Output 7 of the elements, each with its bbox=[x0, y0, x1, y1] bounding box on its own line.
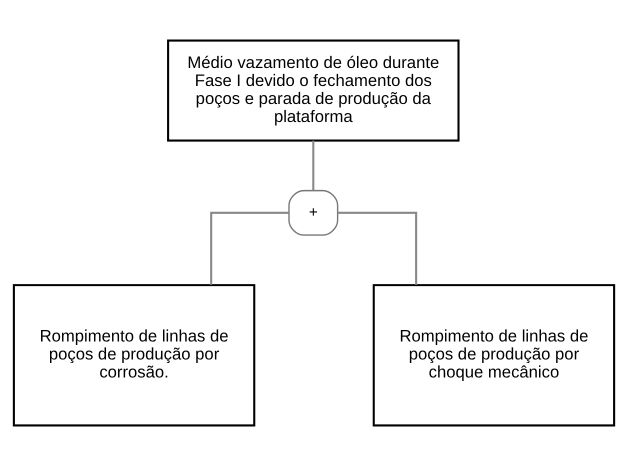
node-box: Rompimento de linhas de poços de produção por corrosão. bbox=[12, 284, 256, 426]
node-box: + bbox=[288, 189, 338, 236]
connector bbox=[338, 211, 418, 284]
connector bbox=[210, 211, 289, 284]
connector bbox=[312, 140, 314, 190]
node-box: Médio vazamento de óleo durante Fase I devido o fechamento dos poços e parada de produção da plataforma bbox=[167, 39, 460, 142]
node-box: Rompimento de linhas de poços de produção por choque mecânico bbox=[372, 284, 616, 426]
